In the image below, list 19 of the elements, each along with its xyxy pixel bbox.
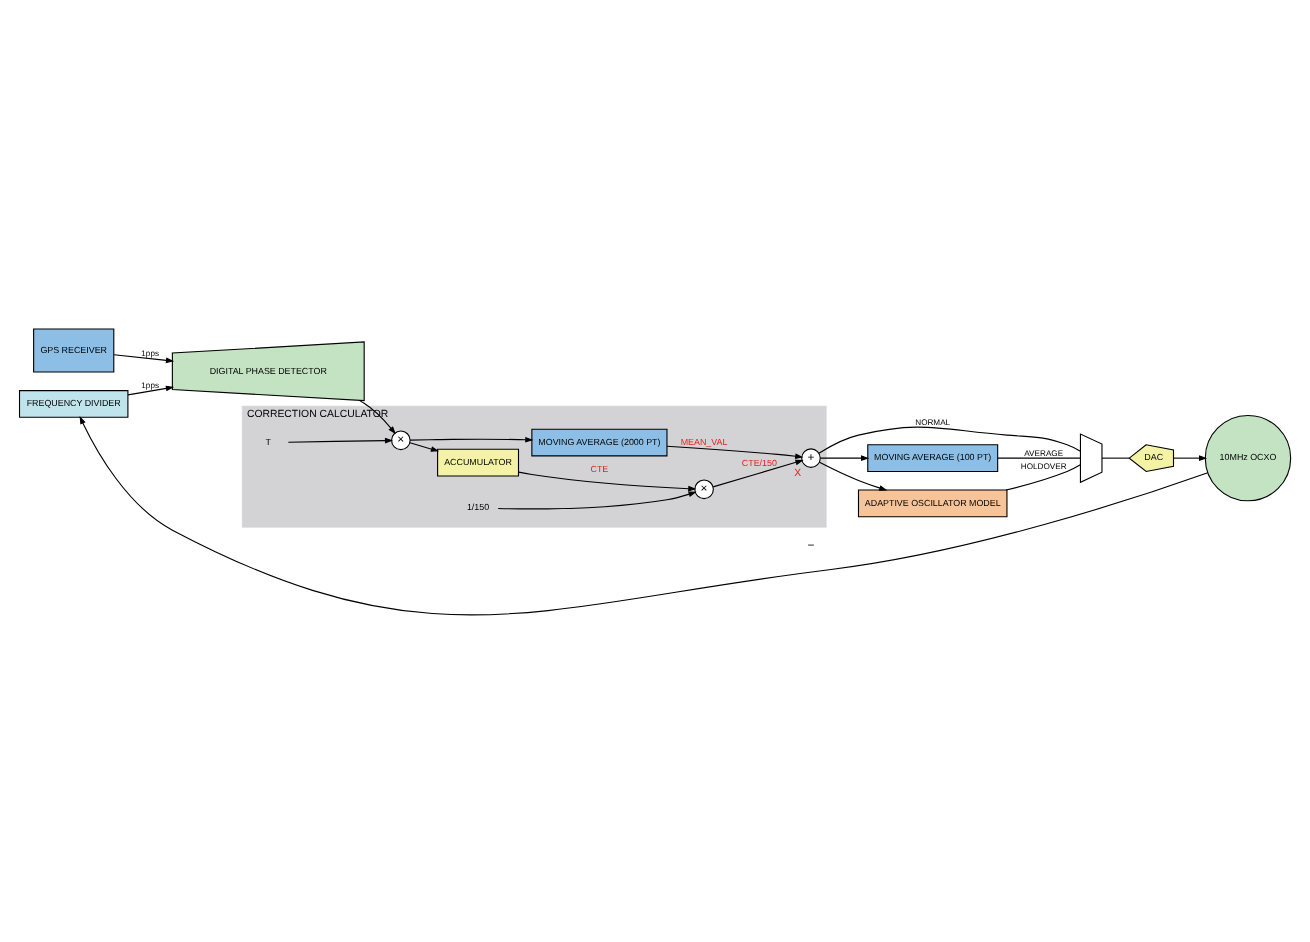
arrow <box>819 454 870 460</box>
connector <box>1005 463 1081 490</box>
arrow <box>358 398 396 434</box>
arrow <box>518 470 697 491</box>
connector <box>818 425 1081 453</box>
arrow <box>818 460 888 490</box>
arrow <box>409 435 534 442</box>
arrow <box>113 353 175 363</box>
arrow <box>127 384 175 395</box>
arrow <box>79 415 1209 615</box>
arrow <box>497 490 697 509</box>
arrow <box>287 436 394 443</box>
connector <box>997 456 1081 458</box>
arrow <box>409 441 440 451</box>
node-trapezoid <box>1079 432 1103 483</box>
connector <box>1101 456 1130 458</box>
arrow <box>666 444 804 459</box>
arrow <box>1173 454 1208 460</box>
arrow <box>712 458 804 487</box>
